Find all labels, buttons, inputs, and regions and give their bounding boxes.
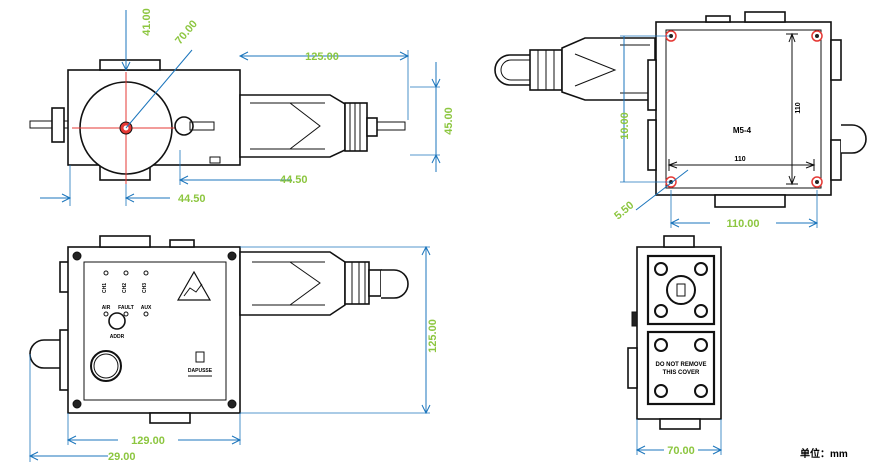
led-aux: AUX [141, 305, 152, 311]
cover-text-1: DO NOT REMOVE [655, 362, 706, 368]
top-right-view: 110 110 M5-4 10.00 5.50 110.00 [494, 11, 867, 230]
top-cap [99, 59, 161, 71]
dim-44-5-a: 44.50 [280, 174, 308, 186]
connector [344, 102, 368, 152]
led-ch2: CH2 [122, 283, 128, 293]
front-panel [83, 261, 227, 401]
led-fault: FAULT [118, 305, 134, 311]
addr-button [108, 312, 126, 330]
led-ch3: CH3 [142, 283, 148, 293]
cover-text-2: THIS COVER [663, 370, 700, 376]
brand-logo-icon [195, 351, 205, 363]
enclosure-front [67, 246, 241, 414]
u-bolt-front [29, 339, 60, 369]
dim-10: 10.00 [619, 112, 631, 140]
dim-5-5: 5.50 [612, 199, 636, 222]
dim-29: 29.00 [108, 451, 136, 463]
screw-label: M5-4 [733, 126, 752, 135]
unit-label: 单位：mm [800, 447, 848, 460]
dim-125-right: 125.00 [427, 319, 439, 353]
dim-110-bottom: 110.00 [726, 218, 759, 230]
dim-45: 45.00 [443, 107, 455, 135]
dim-110-inner-h: 110 [734, 156, 745, 163]
bottom-left-view: CH1 CH2 CH3 AIR FAULT AUX ADDR DAPUSSE [28, 235, 439, 463]
dim-70-bottom: 70.00 [667, 445, 695, 457]
u-bolt-front-right [381, 269, 409, 299]
dim-70: 70.00 [173, 18, 200, 47]
u-bolt-right [841, 124, 867, 154]
bottom-right-view: DO NOT REMOVE THIS COVER 70.00 [627, 235, 723, 457]
top-left-view: 41.00 70.00 125.00 45.00 44.50 44.50 [29, 8, 455, 206]
dim-110-inner-v: 110 [795, 102, 802, 113]
dim-129: 129.00 [131, 435, 165, 447]
brand-text: DAPUSSE [188, 368, 213, 374]
dim-41: 41.00 [141, 8, 153, 36]
addr-label: ADDR [110, 334, 125, 340]
led-ch1: CH1 [102, 283, 108, 293]
left-rod-mount [51, 107, 65, 143]
dim-125-top: 125.00 [305, 51, 339, 63]
dim-44-5-b: 44.50 [178, 193, 206, 205]
led-air: AIR [102, 305, 111, 311]
enclosure-top [655, 21, 832, 196]
